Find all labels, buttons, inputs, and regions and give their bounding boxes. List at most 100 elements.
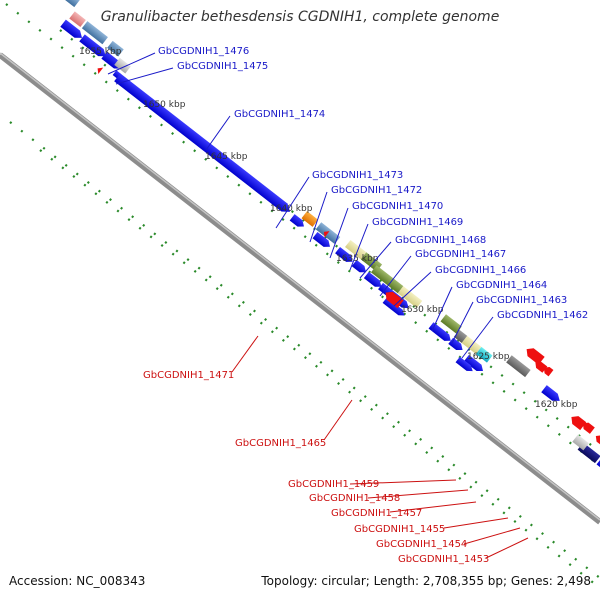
- gene-feature: [475, 346, 493, 363]
- leader-line: [367, 489, 469, 499]
- forward-genes: [60, 0, 600, 473]
- leader-line: [349, 223, 369, 271]
- backbone-highlight: [0, 52, 600, 521]
- leader-line: [463, 527, 521, 545]
- kbp-label: 1630 kbp: [401, 305, 444, 315]
- gene-feature: [397, 286, 423, 308]
- gene-label: GbCGDNIH1_1459: [288, 479, 379, 490]
- gene-label: GbCGDNIH1_1466: [435, 265, 526, 276]
- leader-line: [461, 316, 494, 359]
- gene-feature: [506, 355, 531, 378]
- gene-label: GbCGDNIH1_1455: [354, 524, 445, 535]
- gene-label: GbCGDNIH1_1463: [476, 295, 567, 306]
- tick-dot-line: [9, 121, 600, 579]
- gene-feature: [335, 246, 353, 262]
- kbp-label: 1655 kbp: [79, 47, 122, 57]
- gene-feature: [60, 19, 83, 38]
- gene-label: GbCGDNIH1_1474: [234, 109, 325, 120]
- gene-feature: [81, 21, 108, 45]
- leader-line: [323, 399, 353, 441]
- kbp-label: 1640 kbp: [270, 204, 313, 214]
- gene-label: GbCGDNIH1_1471: [143, 370, 234, 381]
- gene-feature: [526, 348, 545, 365]
- leader-line: [107, 52, 156, 75]
- gene-feature: [60, 0, 80, 8]
- gene-feature: [312, 231, 331, 247]
- tick-dot-line: [5, 3, 600, 467]
- gene-label: GbCGDNIH1_1458: [309, 493, 400, 504]
- kbp-label: 1635 kbp: [336, 254, 379, 264]
- gene-label: GbCGDNIH1_1465: [235, 438, 326, 449]
- gene-feature: [114, 73, 291, 212]
- gene-feature: [448, 337, 463, 351]
- gene-feature: [440, 314, 462, 334]
- genome-summary-text: Topology: circular; Length: 2,708,355 bp…: [261, 574, 591, 588]
- gene-label: GbCGDNIH1_1457: [331, 508, 422, 519]
- gene-feature: [582, 422, 595, 434]
- leader-line: [349, 479, 457, 485]
- gene-feature: [385, 291, 404, 309]
- gene-label: GbCGDNIH1_1473: [312, 170, 403, 181]
- kbp-scale-labels: 1655 kbp 1650 kbp 1645 kbp 1640 kbp 1635…: [79, 47, 578, 410]
- gene-feature: [114, 57, 131, 74]
- kbp-label: 1625 kbp: [467, 352, 510, 362]
- gene-feature: [345, 239, 367, 260]
- gene-label: GbCGDNIH1_1464: [456, 280, 547, 291]
- reverse-genes: [97, 67, 600, 451]
- gene-feature: [595, 435, 600, 449]
- kbp-label: 1620 kbp: [535, 400, 578, 410]
- leader-line: [231, 335, 259, 373]
- gene-label: GbCGDNIH1_1462: [497, 310, 588, 321]
- leader-line: [451, 301, 474, 344]
- gene-label: GbCGDNIH1_1472: [331, 185, 422, 196]
- leader-line: [485, 537, 529, 559]
- gene-feature: [97, 67, 104, 74]
- leader-line: [205, 115, 231, 151]
- gene-feature: [455, 356, 473, 372]
- kbp-label: 1650 kbp: [143, 100, 186, 110]
- gene-label: GbCGDNIH1_1454: [376, 539, 467, 550]
- leader-line: [359, 241, 392, 279]
- gene-feature: [351, 259, 366, 273]
- gene-label: GbCGDNIH1_1468: [395, 235, 486, 246]
- gene-feature: [543, 366, 554, 377]
- gene-feature: [289, 214, 304, 227]
- gene-label: GbCGDNIH1_1476: [158, 46, 249, 57]
- gene-label: GbCGDNIH1_1467: [415, 249, 506, 260]
- gene-feature: [79, 34, 106, 57]
- gene-feature: [541, 385, 560, 401]
- gene-feature: [363, 271, 382, 287]
- leader-line: [443, 517, 509, 529]
- gene-feature: [571, 416, 587, 431]
- leader-line: [309, 191, 328, 243]
- forward-gene-labels: [107, 52, 494, 359]
- kbp-label: 1645 kbp: [205, 152, 248, 162]
- genome-backbone: [0, 52, 600, 525]
- leader-line: [329, 207, 349, 259]
- gene-label: GbCGDNIH1_1469: [372, 217, 463, 228]
- accession-text: Accession: NC_008343: [9, 574, 146, 588]
- map-title: Granulibacter bethesdensis CGDNIH1, comp…: [100, 9, 500, 25]
- gene-feature: [69, 11, 86, 28]
- leader-line: [275, 176, 310, 229]
- gene-feature: [323, 231, 330, 238]
- leader-line: [393, 271, 432, 307]
- gene-label: GbCGDNIH1_1453: [398, 554, 489, 565]
- gene-label: GbCGDNIH1_1475: [177, 61, 268, 72]
- reverse-gene-labels: [231, 335, 529, 559]
- gene-feature: [301, 211, 319, 227]
- forward-gene-label-text: GbCGDNIH1_1476 GbCGDNIH1_1475 GbCGDNIH1_…: [158, 46, 588, 321]
- gene-feature: [572, 434, 589, 451]
- gene-feature: [107, 40, 124, 57]
- leader-line: [431, 286, 453, 332]
- gene-feature: [370, 265, 404, 294]
- gene-feature: [382, 297, 405, 316]
- leader-line: [389, 501, 477, 513]
- leader-line: [115, 67, 174, 85]
- gene-label: GbCGDNIH1_1470: [352, 201, 443, 212]
- reverse-gene-label-text: GbCGDNIH1_1471 GbCGDNIH1_1465 GbCGDNIH1_…: [143, 370, 489, 565]
- leader-line: [379, 255, 412, 297]
- gene-feature: [463, 354, 484, 372]
